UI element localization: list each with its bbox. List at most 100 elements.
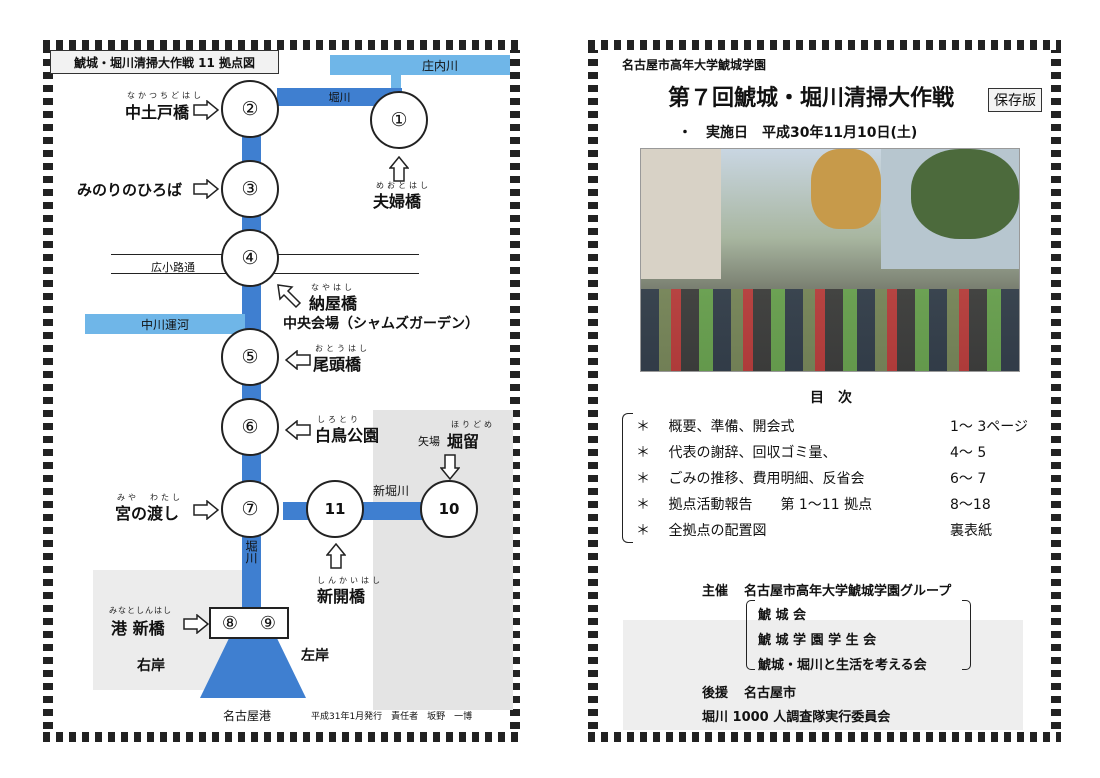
photo-tree bbox=[911, 149, 1019, 239]
minori-label: みのりのひろば bbox=[77, 181, 183, 199]
arrow-up-icon bbox=[326, 543, 346, 569]
arrow-right-icon bbox=[193, 500, 219, 520]
toc-bullet: ＊ bbox=[636, 471, 650, 487]
map-title-box: 鯱城・堀川清掃大作戦 11 拠点図 bbox=[50, 50, 279, 74]
shinhorikawa-label: 新堀川 bbox=[373, 484, 410, 498]
shinkai-label: 新開橋 bbox=[317, 587, 366, 606]
map-title: 鯱城・堀川清掃大作戦 11 拠点図 bbox=[73, 55, 256, 70]
groups-bracket-left bbox=[746, 600, 755, 670]
nayabashi-ruby: なやはし bbox=[311, 283, 355, 292]
arrow-right-icon bbox=[193, 179, 219, 199]
toc-item: ＊ 概要、準備、開会式 bbox=[636, 416, 794, 436]
toc-item-text: 全拠点の配置図 bbox=[668, 523, 767, 539]
nayabashi-label: 納屋橋 bbox=[309, 294, 358, 313]
node-2: ② bbox=[221, 80, 279, 138]
arrow-diagonal-icon bbox=[277, 284, 302, 309]
minato-ruby: みなとしんはし bbox=[109, 606, 172, 615]
nakadobashi-label: 中土戸橋 bbox=[125, 103, 190, 122]
sponsor-label: 主催 bbox=[702, 584, 729, 599]
arrow-right-icon bbox=[183, 614, 209, 634]
horikawa-top-label: 堀川 bbox=[328, 91, 351, 104]
nakadobashi-ruby: なかつちどはし bbox=[127, 91, 204, 100]
group-item: 鯱城・堀川と生活を考える会 bbox=[758, 658, 927, 673]
bitou-ruby: おとうはし bbox=[315, 344, 370, 353]
background-photo-faint bbox=[623, 620, 1023, 730]
node-6: ⑥ bbox=[221, 398, 279, 456]
ugan-label: 右岸 bbox=[137, 658, 165, 674]
node-8: ⑧ bbox=[221, 612, 239, 634]
arrow-left-icon bbox=[285, 420, 311, 440]
horikawa-top-channel: 堀川 bbox=[277, 88, 402, 106]
support-name: 堀川 1000 人調査隊実行委員会 bbox=[702, 710, 891, 725]
toc-item-page: 裏表紙 bbox=[950, 523, 992, 539]
toc-item-page: 6〜 7 bbox=[950, 471, 987, 487]
photo-tree bbox=[811, 149, 881, 229]
event-photo bbox=[640, 148, 1020, 372]
toc-bullet: ＊ bbox=[636, 497, 650, 513]
node-11: 11 bbox=[306, 480, 364, 538]
toc-bullet: ＊ bbox=[636, 445, 650, 461]
chuo-venue-label: 中央会場（シャムズガーデン） bbox=[283, 316, 479, 332]
node-4: ④ bbox=[221, 229, 279, 287]
toc-item: ＊ 全拠点の配置図 bbox=[636, 520, 766, 540]
hirokoji-road-label: 広小路通 bbox=[151, 261, 195, 274]
group-item: 鯱 城 学 園 学 生 会 bbox=[758, 633, 877, 648]
bitou-label: 尾頭橋 bbox=[313, 355, 362, 374]
toc-bracket-left bbox=[622, 413, 633, 543]
toc-title: 目 次 bbox=[810, 390, 852, 406]
toc-item-text: 代表の謝辞、回収ゴミ量、 bbox=[668, 445, 837, 461]
nakagawa-canal: 中川運河 bbox=[85, 314, 245, 334]
horidome-ruby: ほりどめ bbox=[451, 420, 495, 429]
arrow-right-icon bbox=[193, 100, 219, 120]
shonai-river: 庄内川 bbox=[330, 55, 510, 75]
toc-bullet: ＊ bbox=[636, 419, 650, 435]
node-10: 10 bbox=[420, 480, 478, 538]
meoto-label: 夫婦橋 bbox=[373, 192, 422, 211]
right-page: 名古屋市高年大学鯱城学園 第７回鯱城・堀川清掃大作戦 保存版 ・ 実施日 平成3… bbox=[578, 30, 1071, 752]
toc-item-page: 4〜 5 bbox=[950, 445, 987, 461]
arrow-left-icon bbox=[285, 350, 311, 370]
minato-label: 港 新橋 bbox=[111, 619, 165, 638]
horidome-label: 堀留 bbox=[447, 432, 480, 451]
nagoya-port-shape bbox=[200, 630, 306, 698]
node-3: ③ bbox=[221, 160, 279, 218]
port-label: 名古屋港 bbox=[223, 709, 272, 723]
report-title: 第７回鯱城・堀川清掃大作戦 bbox=[668, 86, 955, 111]
node-7: ⑦ bbox=[221, 480, 279, 538]
toc-item: ＊ 拠点活動報告 第 1〜11 拠点 bbox=[636, 494, 872, 514]
node-1: ① bbox=[370, 91, 428, 149]
yaba-label: 矢場 bbox=[418, 435, 440, 448]
event-date: ・ 実施日 平成30年11月10日(土) bbox=[678, 125, 918, 141]
left-page: 鯱城・堀川清掃大作戦 11 拠点図 庄内川 堀川 堀川 中川運河 新堀川 広小路… bbox=[33, 30, 530, 752]
miya-label: 宮の渡し bbox=[115, 504, 180, 523]
node-9: ⑨ bbox=[259, 612, 277, 634]
toc-item-page: 8〜18 bbox=[950, 497, 991, 513]
nakagawa-canal-label: 中川運河 bbox=[140, 317, 189, 332]
shiratori-ruby: しろとり bbox=[317, 415, 361, 424]
toc-item-text: ごみの推移、費用明細、反省会 bbox=[668, 471, 865, 487]
node-5: ⑤ bbox=[221, 328, 279, 386]
shonai-river-label: 庄内川 bbox=[421, 58, 458, 73]
miya-ruby: みや わたし bbox=[117, 493, 183, 502]
shiratori-label: 白鳥公園 bbox=[315, 426, 380, 445]
background-photo-faint bbox=[373, 410, 513, 710]
group-item: 鯱 城 会 bbox=[758, 608, 807, 623]
meoto-ruby: めおとはし bbox=[376, 181, 431, 190]
organization-name: 名古屋市高年大学鯱城学園 bbox=[622, 58, 767, 72]
arrow-down-icon bbox=[440, 454, 460, 480]
horikawa-vertical-label: 堀川 bbox=[244, 540, 258, 564]
photo-crowd bbox=[641, 289, 1019, 371]
groups-bracket-right bbox=[962, 600, 971, 670]
toc-item-text: 概要、準備、開会式 bbox=[668, 419, 795, 435]
support-label: 後援 bbox=[702, 686, 729, 701]
support-name: 名古屋市 bbox=[744, 686, 797, 701]
sponsor-name: 名古屋市高年大学鯱城学園グループ bbox=[744, 584, 952, 599]
sagan-label: 左岸 bbox=[301, 648, 329, 664]
publication-footer: 平成31年1月発行 責任者 坂野 一博 bbox=[311, 712, 473, 722]
arrow-up-icon bbox=[389, 156, 409, 182]
toc-item: ＊ 代表の謝辞、回収ゴミ量、 bbox=[636, 442, 836, 462]
shinkai-ruby: しんかいはし bbox=[317, 576, 383, 585]
photo-building bbox=[641, 149, 721, 279]
toc-item-text: 拠点活動報告 第 1〜11 拠点 bbox=[668, 497, 873, 513]
toc-item-page: 1〜 3ページ bbox=[950, 419, 1028, 435]
